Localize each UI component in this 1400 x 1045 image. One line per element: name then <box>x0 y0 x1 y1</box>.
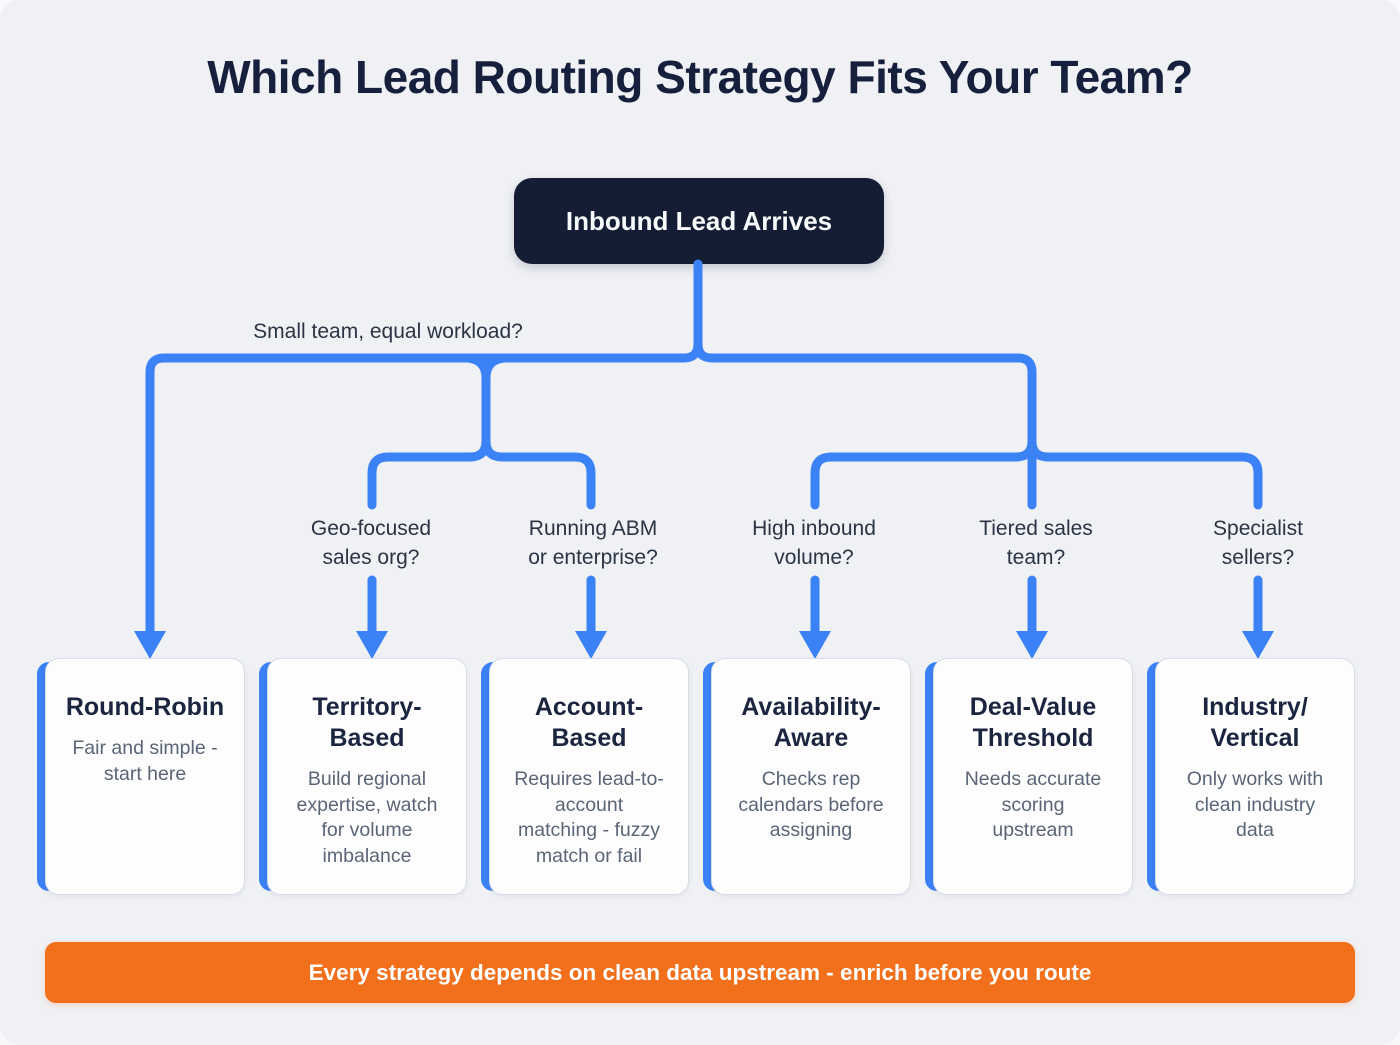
card-description: Checks rep calendars before assigning <box>738 768 884 841</box>
arrowhead-icons <box>134 631 1274 659</box>
card-surface <box>711 658 911 895</box>
strategy-cards-row: Round-Robin Fair and simple - start here… <box>37 658 1355 895</box>
card-description: Build regional expertise, watch for volu… <box>296 768 438 867</box>
question-label-high-volume: High inbound volume? <box>752 517 876 569</box>
strategy-card-availability-aware[interactable]: Availability- Aware Checks rep calendars… <box>703 658 911 895</box>
page-title: Which Lead Routing Strategy Fits Your Te… <box>207 51 1193 103</box>
strategy-card-deal-value-threshold[interactable]: Deal-Value Threshold Needs accurate scor… <box>925 658 1133 895</box>
strategy-card-industry-vertical[interactable]: Industry/ Vertical Only works with clean… <box>1147 658 1355 895</box>
card-title: Availability- Aware <box>741 693 881 752</box>
card-surface <box>267 658 467 895</box>
question-label-geo-focused: Geo-focused sales org? <box>310 517 432 569</box>
card-surface <box>933 658 1133 895</box>
root-node[interactable]: Inbound Lead Arrives <box>514 178 884 264</box>
question-label-small-team: Small team, equal workload? <box>253 320 523 343</box>
footer-banner-text: Every strategy depends on clean data ups… <box>308 959 1092 985</box>
footer-banner: Every strategy depends on clean data ups… <box>45 942 1355 1003</box>
strategy-card-account-based[interactable]: Account- Based Requires lead-to- account… <box>481 658 689 895</box>
strategy-card-round-robin[interactable]: Round-Robin Fair and simple - start here <box>37 658 245 895</box>
card-title: Territory- Based <box>312 693 422 752</box>
card-description: Only works with clean industry data <box>1186 768 1324 841</box>
card-title: Round-Robin <box>65 693 225 721</box>
card-description: Fair and simple - start here <box>72 737 218 785</box>
card-surface <box>1155 658 1355 895</box>
strategy-card-territory-based[interactable]: Territory- Based Build regional expertis… <box>259 658 467 895</box>
card-surface <box>45 658 245 895</box>
card-description: Needs accurate scoring upstream <box>964 768 1102 841</box>
card-description: Requires lead-to- account matching - fuz… <box>514 768 664 867</box>
card-surface <box>489 658 689 895</box>
card-title: Industry/ Vertical <box>1202 693 1308 752</box>
question-label-abm-enterprise: Running ABM or enterprise? <box>528 517 658 569</box>
question-label-specialist: Specialist sellers? <box>1213 517 1303 569</box>
card-title: Account- Based <box>534 693 644 752</box>
question-label-tiered-team: Tiered sales team? <box>979 517 1093 569</box>
card-title: Deal-Value Threshold <box>969 693 1097 752</box>
